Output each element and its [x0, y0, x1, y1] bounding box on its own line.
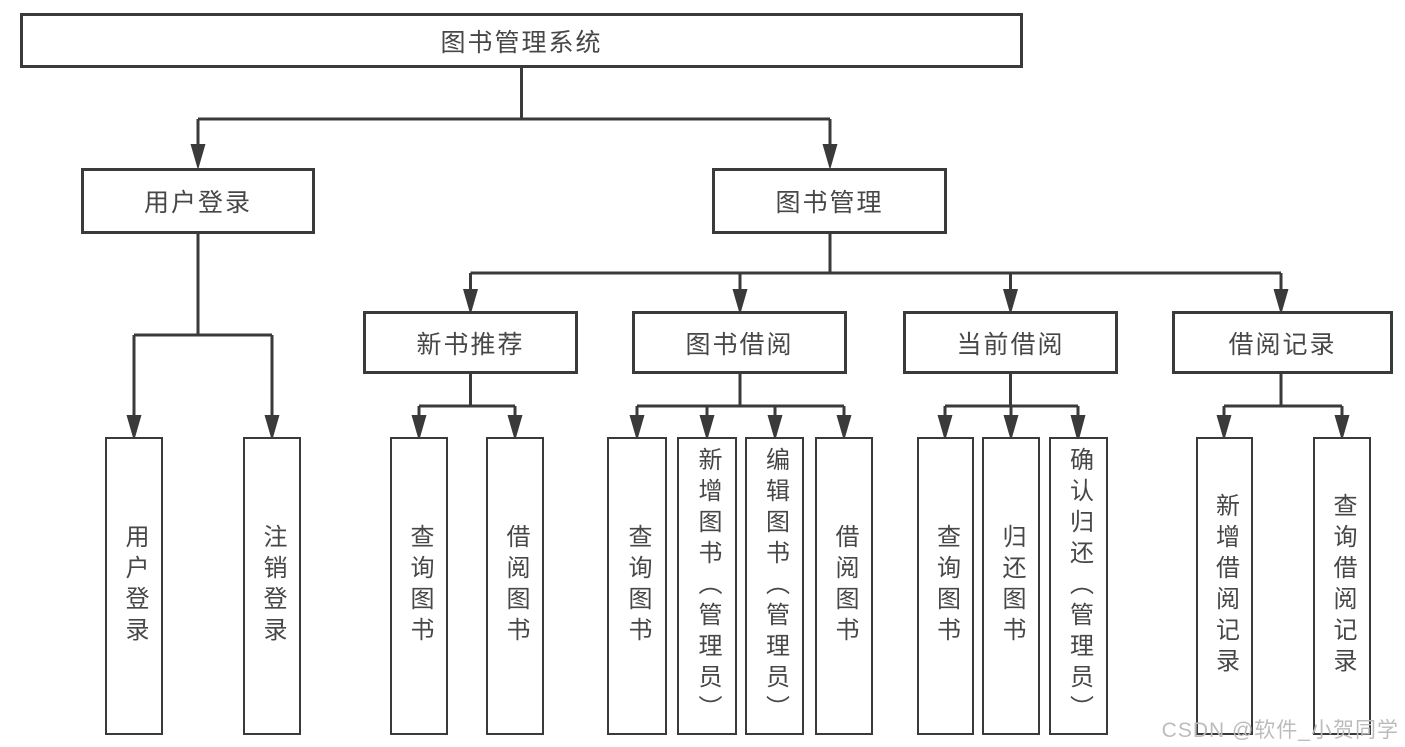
node-borrowing-records: 借阅记录 — [1172, 311, 1393, 374]
leaf-label: 确认归还（管理员） — [1065, 446, 1093, 726]
node-label: 借阅记录 — [1228, 330, 1337, 359]
node-label: 图书管理系统 — [440, 28, 603, 57]
node-label: 新书推荐 — [416, 330, 525, 359]
node-label: 图书借阅 — [685, 330, 794, 359]
connector-book-management-to-level3 — [463, 234, 1289, 315]
leaf-label: 查询借阅记录 — [1329, 493, 1356, 679]
connector-new-book-recommendation-to-leaves — [411, 374, 523, 441]
leaf-return-books: 归还图书 — [982, 437, 1040, 735]
leaf-query-books-current: 查询图书 — [917, 437, 974, 735]
leaf-label: 借阅图书 — [831, 524, 858, 648]
connector-root-to-level2 — [190, 68, 838, 170]
node-book-management: 图书管理 — [712, 168, 947, 234]
leaf-label: 借阅图书 — [502, 524, 529, 648]
leaf-label: 归还图书 — [998, 524, 1025, 648]
leaf-label: 注销登录 — [259, 524, 286, 648]
node-label: 图书管理 — [775, 189, 884, 217]
leaf-borrow-books-borrowing: 借阅图书 — [815, 437, 873, 735]
leaf-add-borrow-record: 新增借阅记录 — [1196, 437, 1253, 735]
connector-user-login-to-leaves — [126, 234, 280, 441]
leaf-edit-books-admin: 编辑图书（管理员） — [745, 437, 804, 735]
leaf-query-books-borrowing: 查询图书 — [607, 437, 667, 735]
leaf-query-books-recommend: 查询图书 — [390, 437, 448, 735]
leaf-confirm-return-admin: 确认归还（管理员） — [1049, 437, 1108, 735]
node-current-borrowing: 当前借阅 — [903, 311, 1118, 374]
leaf-query-borrow-record: 查询借阅记录 — [1313, 437, 1371, 735]
csdn-watermark: CSDN @软件_小贺同学 — [1161, 719, 1399, 742]
connector-borrowing-records-to-leaves — [1216, 374, 1350, 441]
leaf-label: 用户登录 — [121, 524, 148, 648]
node-book-borrowing: 图书借阅 — [632, 311, 847, 374]
connector-book-borrowing-to-leaves — [629, 374, 852, 441]
node-label: 当前借阅 — [956, 330, 1065, 359]
leaf-label: 新增借阅记录 — [1211, 493, 1239, 679]
node-label: 用户登录 — [143, 189, 252, 217]
leaf-label: 编辑图书（管理员） — [761, 446, 789, 726]
leaf-add-books-admin: 新增图书（管理员） — [677, 437, 737, 735]
node-user-login: 用户登录 — [81, 168, 315, 234]
leaf-label: 查询图书 — [932, 524, 960, 648]
leaf-label: 新增图书（管理员） — [694, 446, 721, 726]
leaf-logout: 注销登录 — [243, 437, 301, 735]
leaf-user-login: 用户登录 — [105, 437, 163, 735]
leaf-label: 查询图书 — [406, 524, 433, 648]
connector-current-borrowing-to-leaves — [937, 374, 1086, 443]
leaf-borrow-books-recommend: 借阅图书 — [486, 437, 544, 735]
node-library-management-system: 图书管理系统 — [20, 13, 1023, 68]
node-new-book-recommendation: 新书推荐 — [363, 311, 578, 374]
leaf-label: 查询图书 — [624, 524, 651, 648]
